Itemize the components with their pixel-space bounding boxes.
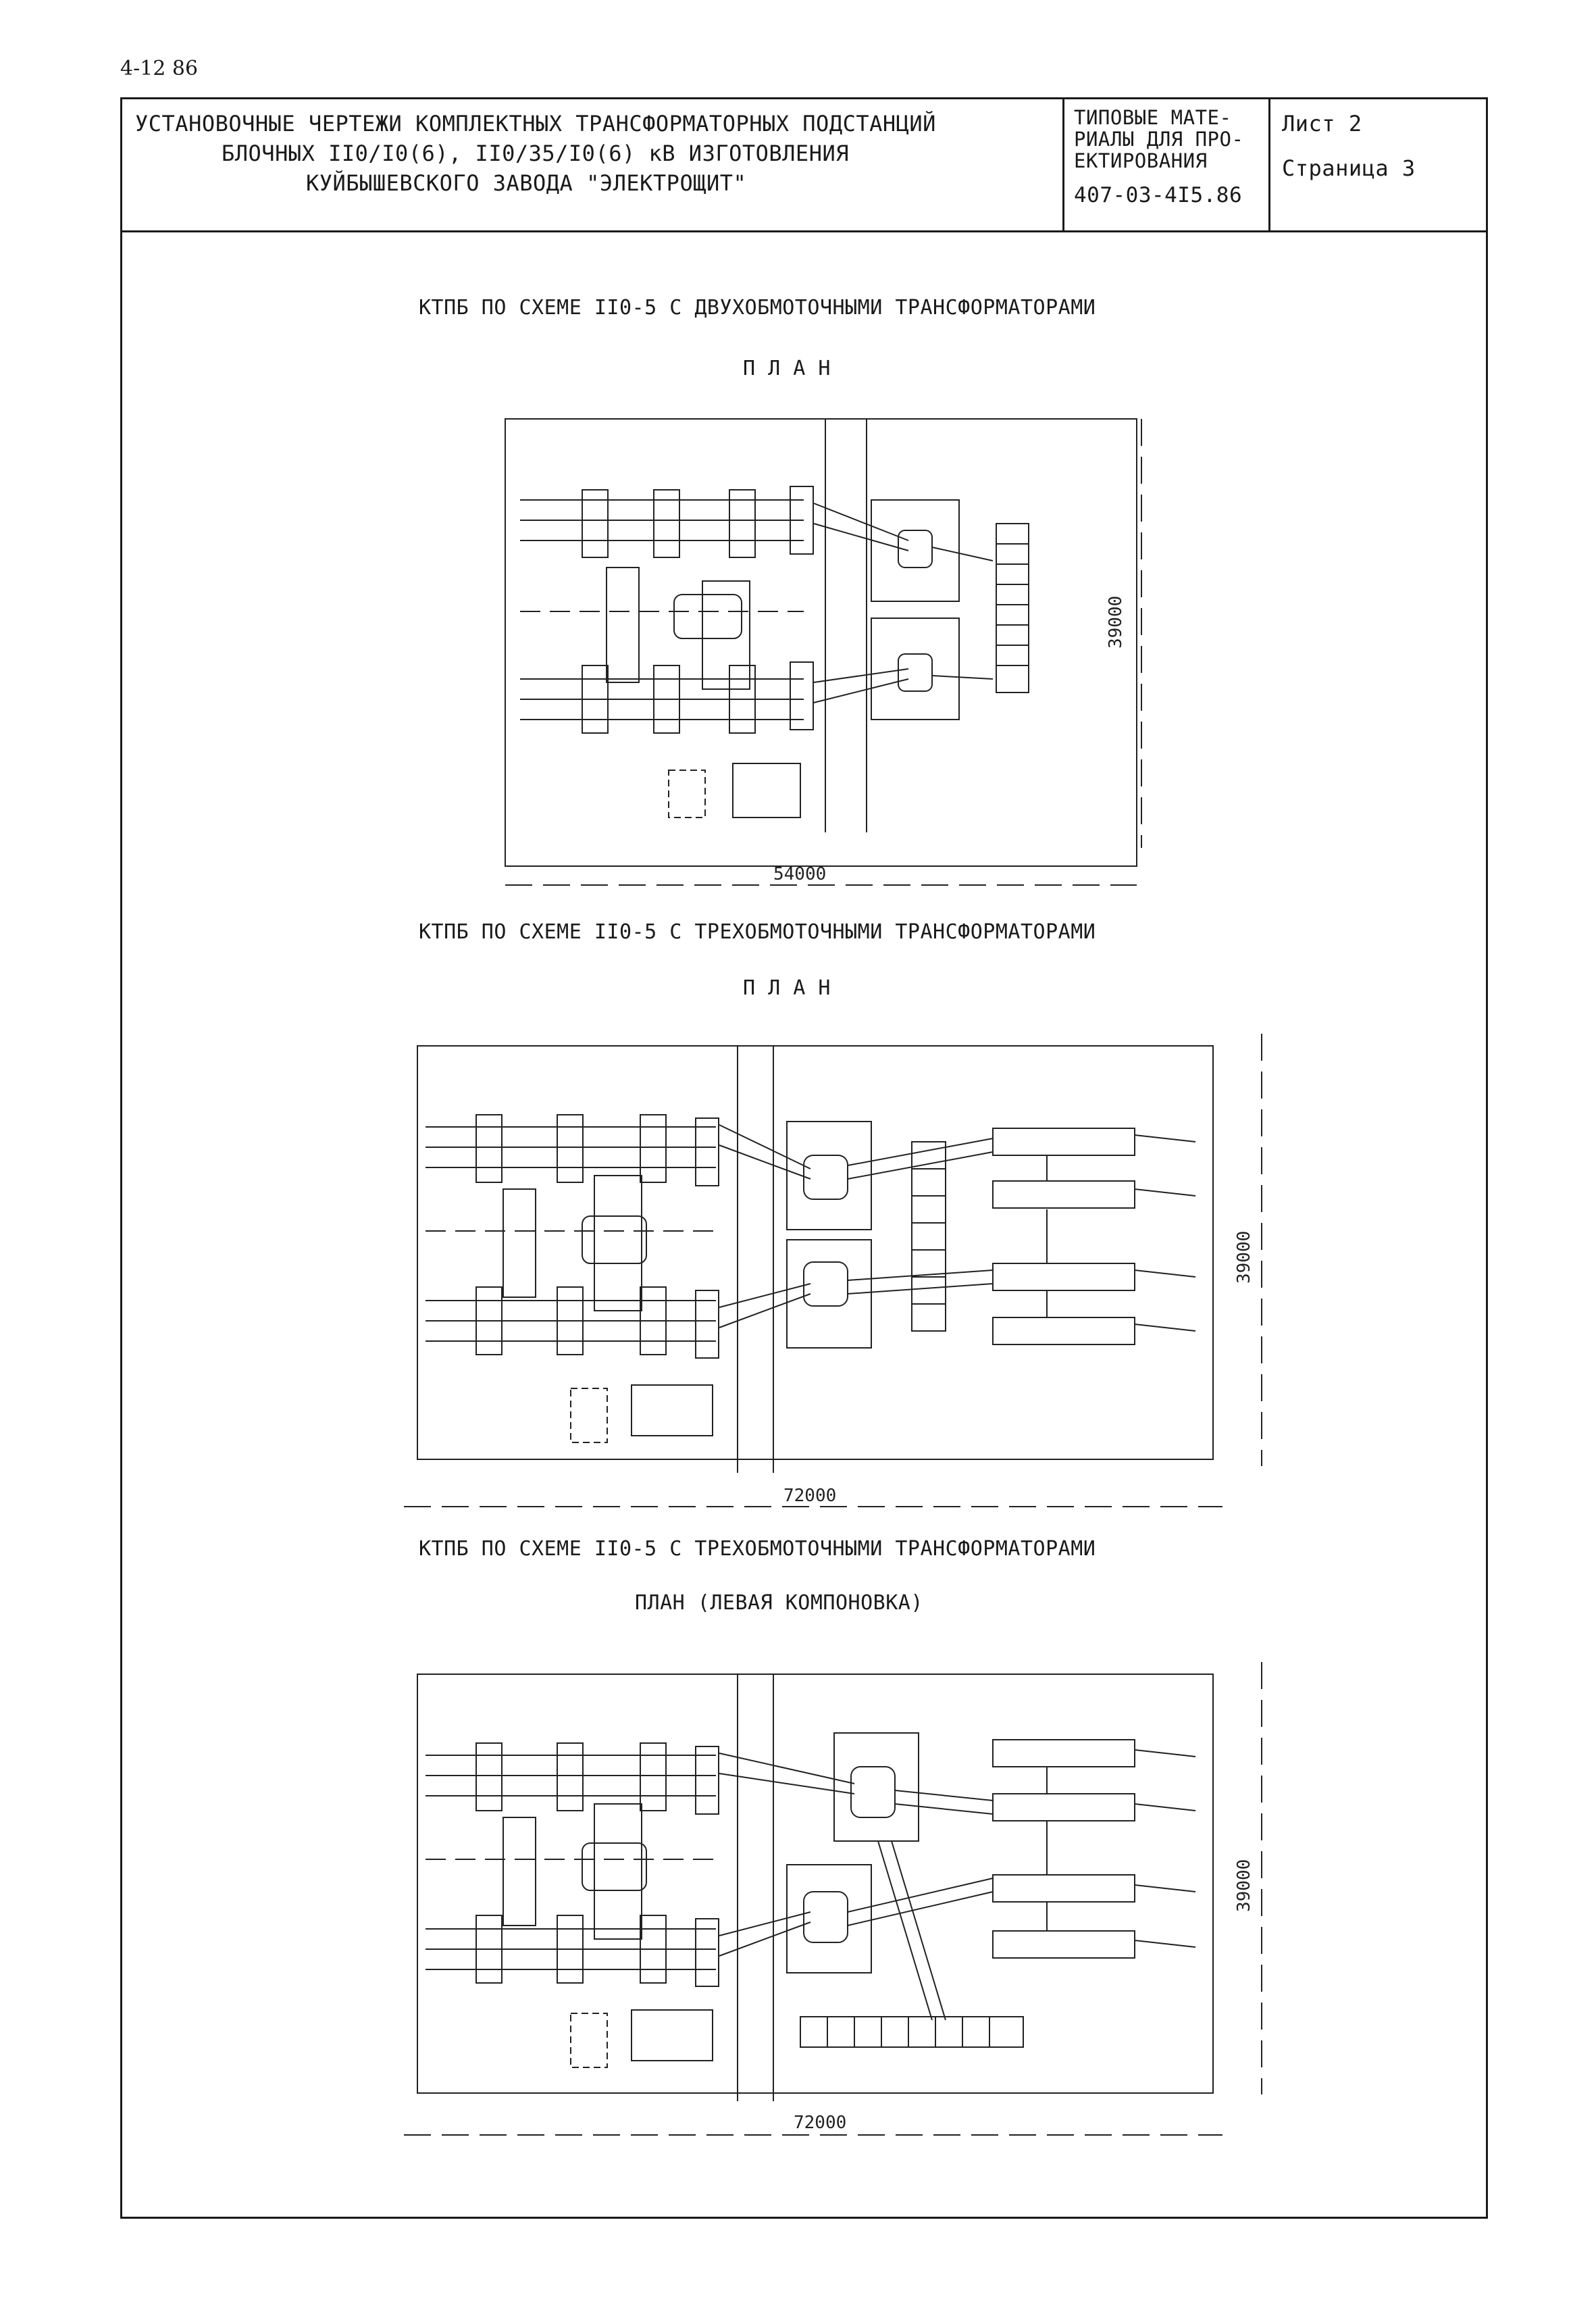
series-line-3: ЕКТИРОВАНИЯ [1074, 149, 1208, 172]
series-line-1: ТИПОВЫЕ МАТЕ- [1074, 106, 1232, 129]
drawing-1-height-label: 39000 [1106, 596, 1126, 649]
drawing-3-subcaption: ПЛАН (ЛЕВАЯ КОМПОНОВКА) [635, 1591, 923, 1615]
title-divider-2 [1268, 97, 1270, 232]
title-divider-1 [1062, 97, 1064, 232]
site-boundary-3 [417, 1674, 1214, 2094]
drawing-3-width-label: 72000 [794, 2113, 846, 2133]
page-code: 4-12 86 [120, 57, 199, 80]
drawing-2-width-label: 72000 [783, 1486, 836, 1506]
doc-number: 407-03-4I5.86 [1074, 183, 1243, 207]
title-line-2: БЛОЧНЫХ II0/I0(6), II0/35/I0(6) кВ ИЗГОТ… [222, 141, 849, 166]
drawing-1-width-label: 54000 [773, 864, 826, 884]
site-boundary-2 [417, 1045, 1214, 1460]
drawing-1-subcaption: П Л А Н [743, 357, 831, 380]
drawing-2-caption: КТПБ ПО СХЕМЕ II0-5 С ТРЕХОБМОТОЧНЫМИ ТР… [419, 920, 1096, 944]
drawing-3-height-label: 39000 [1234, 1859, 1254, 1912]
sheet-number: Лист 2 [1282, 111, 1362, 136]
title-line-3: КУЙБЫШЕВСКОГО ЗАВОДА "ЭЛЕКТРОЩИТ" [306, 170, 747, 196]
series-line-2: РИАЛЫ ДЛЯ ПРО- [1074, 128, 1244, 151]
drawing-frame [120, 97, 1488, 2219]
page-number: Страница 3 [1282, 155, 1416, 181]
drawing-2-subcaption: П Л А Н [743, 976, 831, 1000]
drawing-3-caption: КТПБ ПО СХЕМЕ II0-5 С ТРЕХОБМОТОЧНЫМИ ТР… [419, 1537, 1096, 1561]
title-line-1: УСТАНОВОЧНЫЕ ЧЕРТЕЖИ КОМПЛЕКТНЫХ ТРАНСФО… [135, 111, 936, 136]
drawing-2-height-label: 39000 [1234, 1231, 1254, 1284]
drawing-1-caption: КТПБ ПО СХЕМЕ II0-5 С ДВУХОБМОТОЧНЫМИ ТР… [419, 296, 1096, 320]
title-block: УСТАНОВОЧНЫЕ ЧЕРТЕЖИ КОМПЛЕКТНЫХ ТРАНСФО… [120, 97, 1488, 232]
